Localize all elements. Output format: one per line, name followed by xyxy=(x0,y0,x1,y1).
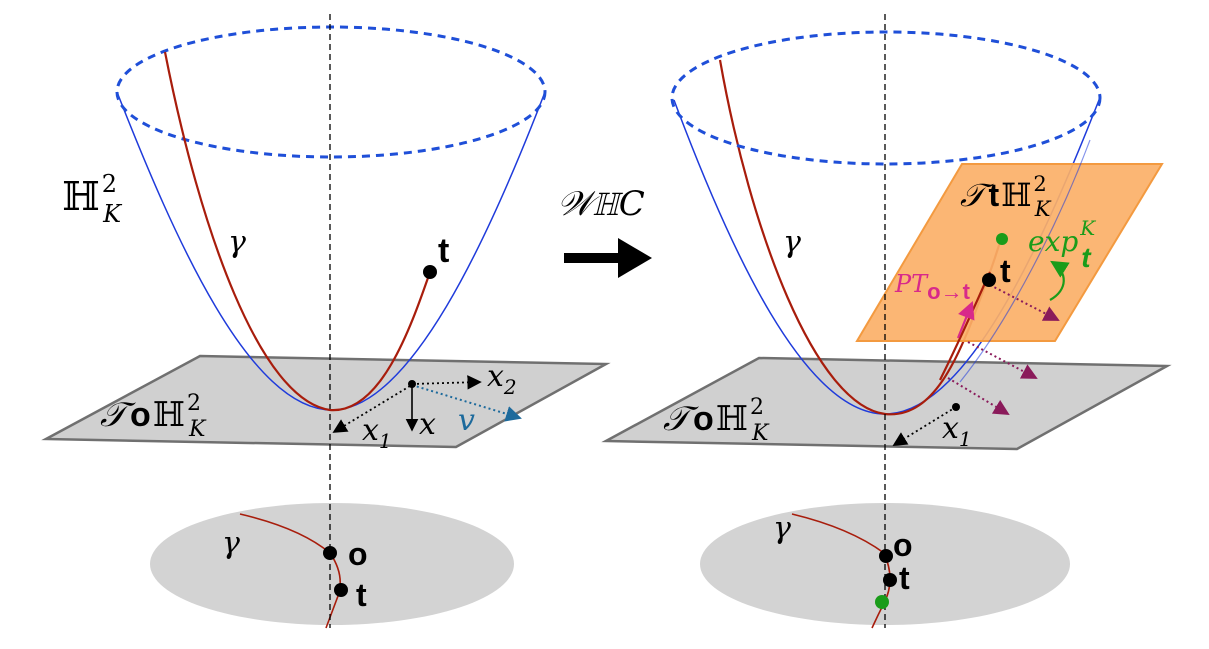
right-axis-x1-label: x1 xyxy=(942,411,972,451)
transform-arrow-group: 𝒲ℍC xyxy=(557,184,652,278)
transform-arrow-head xyxy=(618,238,652,278)
left-disk-geodesic xyxy=(239,513,341,629)
left-axis-x-label: x xyxy=(419,407,436,442)
left-point-t xyxy=(423,265,437,279)
left-geodesic-label: γ xyxy=(228,225,246,260)
left-vector-v-label: v xyxy=(458,403,475,438)
right-disk-geodesic-label: γ xyxy=(773,511,791,546)
right-pt-transport-arrow xyxy=(956,300,975,339)
right-exp-arrow xyxy=(1049,260,1070,301)
right-disk-point-o-label: o xyxy=(893,527,913,563)
left-vector-v xyxy=(411,384,522,422)
right-geodesic-label: γ xyxy=(783,225,801,260)
transform-label: 𝒲ℍC xyxy=(557,184,645,224)
right-disk-point-o xyxy=(879,549,893,563)
right-tangent-plane-t xyxy=(855,163,1164,342)
left-axis-x1-label: x1 xyxy=(362,413,392,453)
right-disk-geodesic xyxy=(791,513,891,629)
left-point-t-label: t xyxy=(438,232,449,270)
left-tangent-origin-dot xyxy=(408,380,416,388)
right-paraboloid-on-plane xyxy=(959,139,1091,383)
left-disk-point-t xyxy=(334,583,348,597)
right-pt-arrow-3 xyxy=(947,377,1010,416)
left-disk-point-t-label: t xyxy=(356,577,367,613)
right-tangent-plane-o xyxy=(601,356,1172,451)
right-paraboloid-rim xyxy=(670,30,1102,166)
right-arrow-x1 xyxy=(892,406,957,446)
right-pt-label: PTo→t xyxy=(894,270,971,304)
right-disk-exp-point xyxy=(875,595,889,609)
right-point-t-label: t xyxy=(1000,253,1011,289)
right-tangent-origin-dot xyxy=(952,403,960,411)
left-arrow-x2 xyxy=(411,375,482,390)
left-tangent-plane-o xyxy=(41,354,611,449)
right-point-t xyxy=(982,273,996,287)
right-exp-point xyxy=(996,233,1008,245)
transform-arrow-shaft xyxy=(564,253,620,263)
left-disk-geodesic-label: γ xyxy=(222,526,240,561)
left-disk-point-o-label: o xyxy=(348,536,368,572)
left-poincare-disk xyxy=(150,503,514,625)
right-disk-point-t xyxy=(883,573,897,587)
left-paraboloid-rim xyxy=(115,25,547,159)
left-geodesic-curve xyxy=(163,51,432,412)
right-disk-point-t-label: t xyxy=(899,560,910,596)
left-disk-point-o xyxy=(323,546,337,560)
left-axis-x2-label: x2 xyxy=(487,359,517,399)
